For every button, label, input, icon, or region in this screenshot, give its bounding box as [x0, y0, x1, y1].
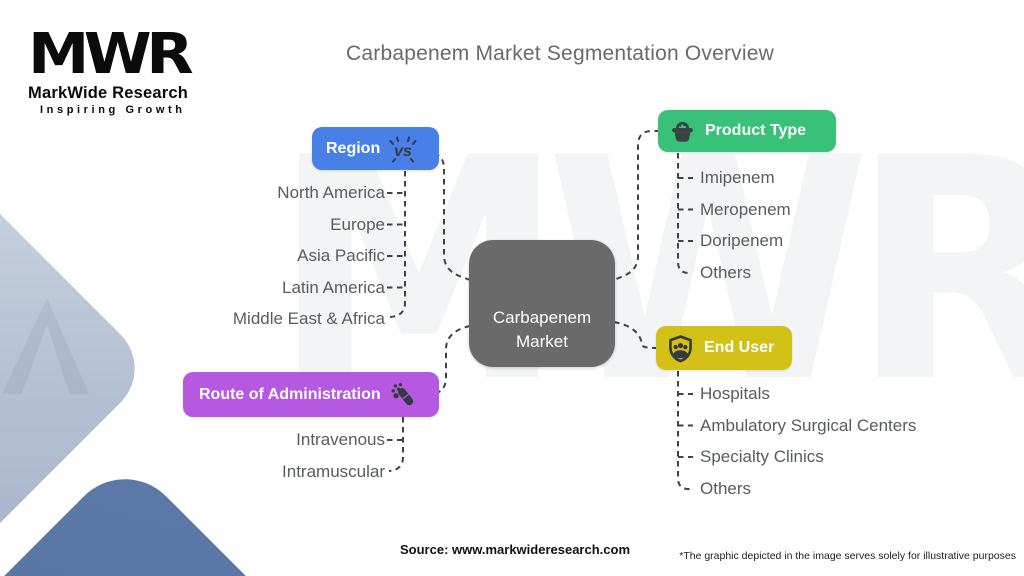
svg-text:vs: vs — [394, 143, 412, 160]
segment-label-product-type: Product Type — [705, 122, 807, 139]
segment-node-route-of-administration: Route of Administration — [183, 372, 439, 417]
list-item: Intramuscular — [282, 461, 385, 481]
segment-node-end-user: End User — [656, 326, 792, 370]
product-type-item-list: Imipenem Meropenem Doripenem Others — [700, 162, 791, 288]
logo-name: MarkWide Research — [28, 83, 189, 102]
list-item: North America — [277, 183, 385, 202]
segment-label-region: Region — [326, 139, 381, 157]
segment-node-product-type: Product Type — [658, 110, 836, 152]
list-item: Imipenem — [700, 168, 775, 187]
basket-icon — [672, 121, 693, 142]
list-item: Meropenem — [700, 199, 791, 219]
region-item-list: North America Europe Asia Pacific Latin … — [233, 177, 385, 335]
list-item: Others — [700, 262, 752, 282]
route-item-list: Intravenous Intramuscular — [282, 424, 385, 487]
list-item: Europe — [330, 214, 385, 234]
center-node-line2: Market — [516, 332, 568, 351]
markwide-logo: MWR MarkWide Research Inspiring Growth — [28, 27, 194, 116]
list-item: Hospitals — [700, 384, 770, 403]
list-item: Doripenem — [700, 231, 784, 250]
vs-burst-icon: vs — [389, 136, 417, 162]
logo-acronym: MWR — [28, 22, 194, 87]
logo-tagline: Inspiring Growth — [40, 103, 186, 116]
end-user-item-list: Hospitals Ambulatory Surgical Centers Sp… — [700, 378, 916, 504]
list-item: Latin America — [282, 277, 385, 297]
segment-label-route: Route of Administration — [199, 385, 381, 403]
segment-label-end-user: End User — [704, 339, 775, 356]
list-item: Others — [700, 478, 752, 498]
list-item: Intravenous — [296, 430, 385, 449]
page-title: Carbapenem Market Segmentation Overview — [346, 42, 774, 65]
source-text: Source: www.markwideresearch.com — [400, 542, 631, 557]
segment-node-region: Region vs — [312, 127, 439, 170]
list-item: Specialty Clinics — [700, 447, 824, 466]
center-node-line1: Carbapenem — [492, 308, 592, 327]
list-item: Middle East & Africa — [232, 309, 385, 328]
disclaimer-text: *The graphic depicted in the image serve… — [679, 550, 1016, 562]
shield-people-icon — [669, 334, 692, 363]
pills-icon — [391, 383, 413, 406]
list-item: Ambulatory Surgical Centers — [700, 415, 917, 435]
center-node-carbapenem-market: Carbapenem Market — [469, 240, 615, 367]
list-item: Asia Pacific — [297, 246, 385, 265]
